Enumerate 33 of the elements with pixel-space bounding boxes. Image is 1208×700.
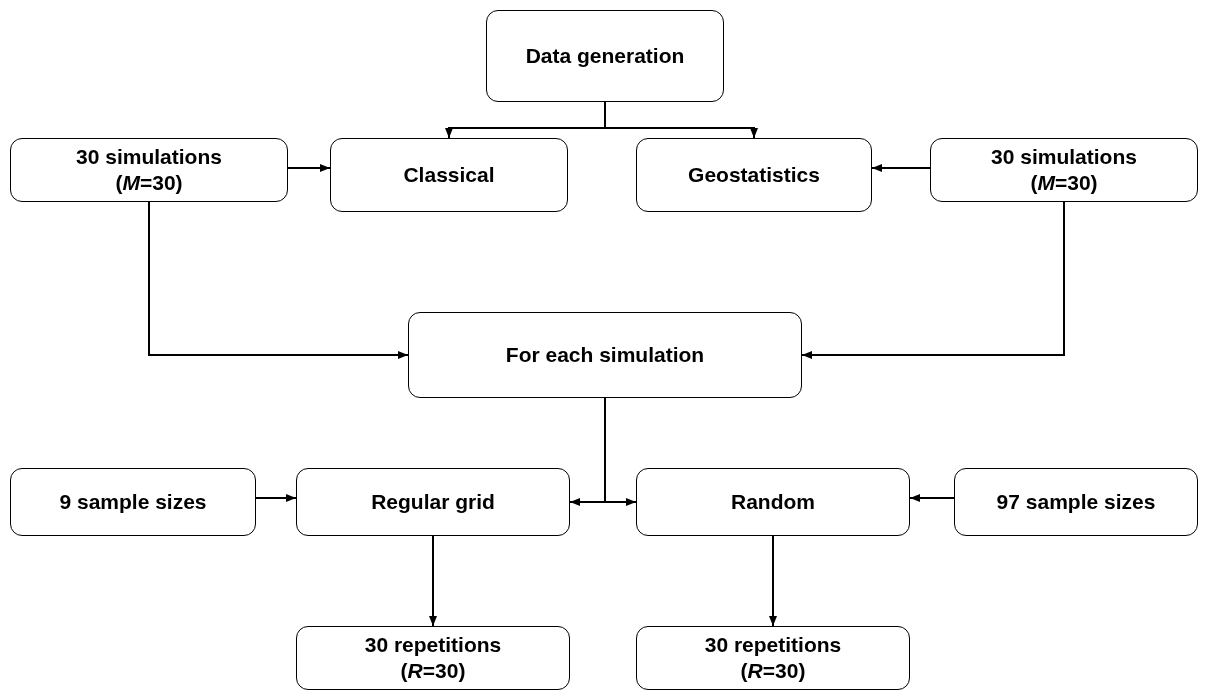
arrow: [429, 535, 437, 627]
box-label: Regular grid: [371, 488, 495, 515]
arrow: [801, 201, 1065, 359]
arrow: [871, 164, 931, 172]
arrow: [148, 201, 409, 359]
box-label: 9 sample sizes: [59, 488, 207, 515]
box-label: Data generation: [525, 42, 685, 69]
process-box: [296, 468, 570, 536]
process-box: [930, 138, 1198, 202]
process-box: [636, 626, 910, 690]
box-label: For each simulation: [505, 341, 705, 368]
process-box: [486, 10, 724, 102]
arrow: [769, 535, 777, 627]
process-box: [296, 626, 570, 690]
box-label: 30 repetitions (R=30): [363, 631, 503, 684]
process-box: [408, 312, 802, 398]
box-label: Geostatistics: [688, 161, 820, 188]
arrow: [287, 164, 331, 172]
process-box: [10, 138, 288, 202]
process-box: [330, 138, 568, 212]
box-label: Classical: [403, 161, 495, 188]
process-box: [10, 468, 256, 536]
box-label: Random: [731, 488, 815, 515]
process-box: [954, 468, 1198, 536]
arrow: [255, 494, 297, 502]
box-label: 30 repetitions (R=30): [703, 631, 843, 684]
box-label: 30 simulations (M=30): [75, 143, 223, 196]
process-box: [636, 138, 872, 212]
arrow: [604, 397, 637, 506]
process-box: [636, 468, 910, 536]
box-label: 30 simulations (M=30): [990, 143, 1138, 196]
box-label: 97 sample sizes: [996, 488, 1156, 515]
arrow: [909, 494, 955, 502]
